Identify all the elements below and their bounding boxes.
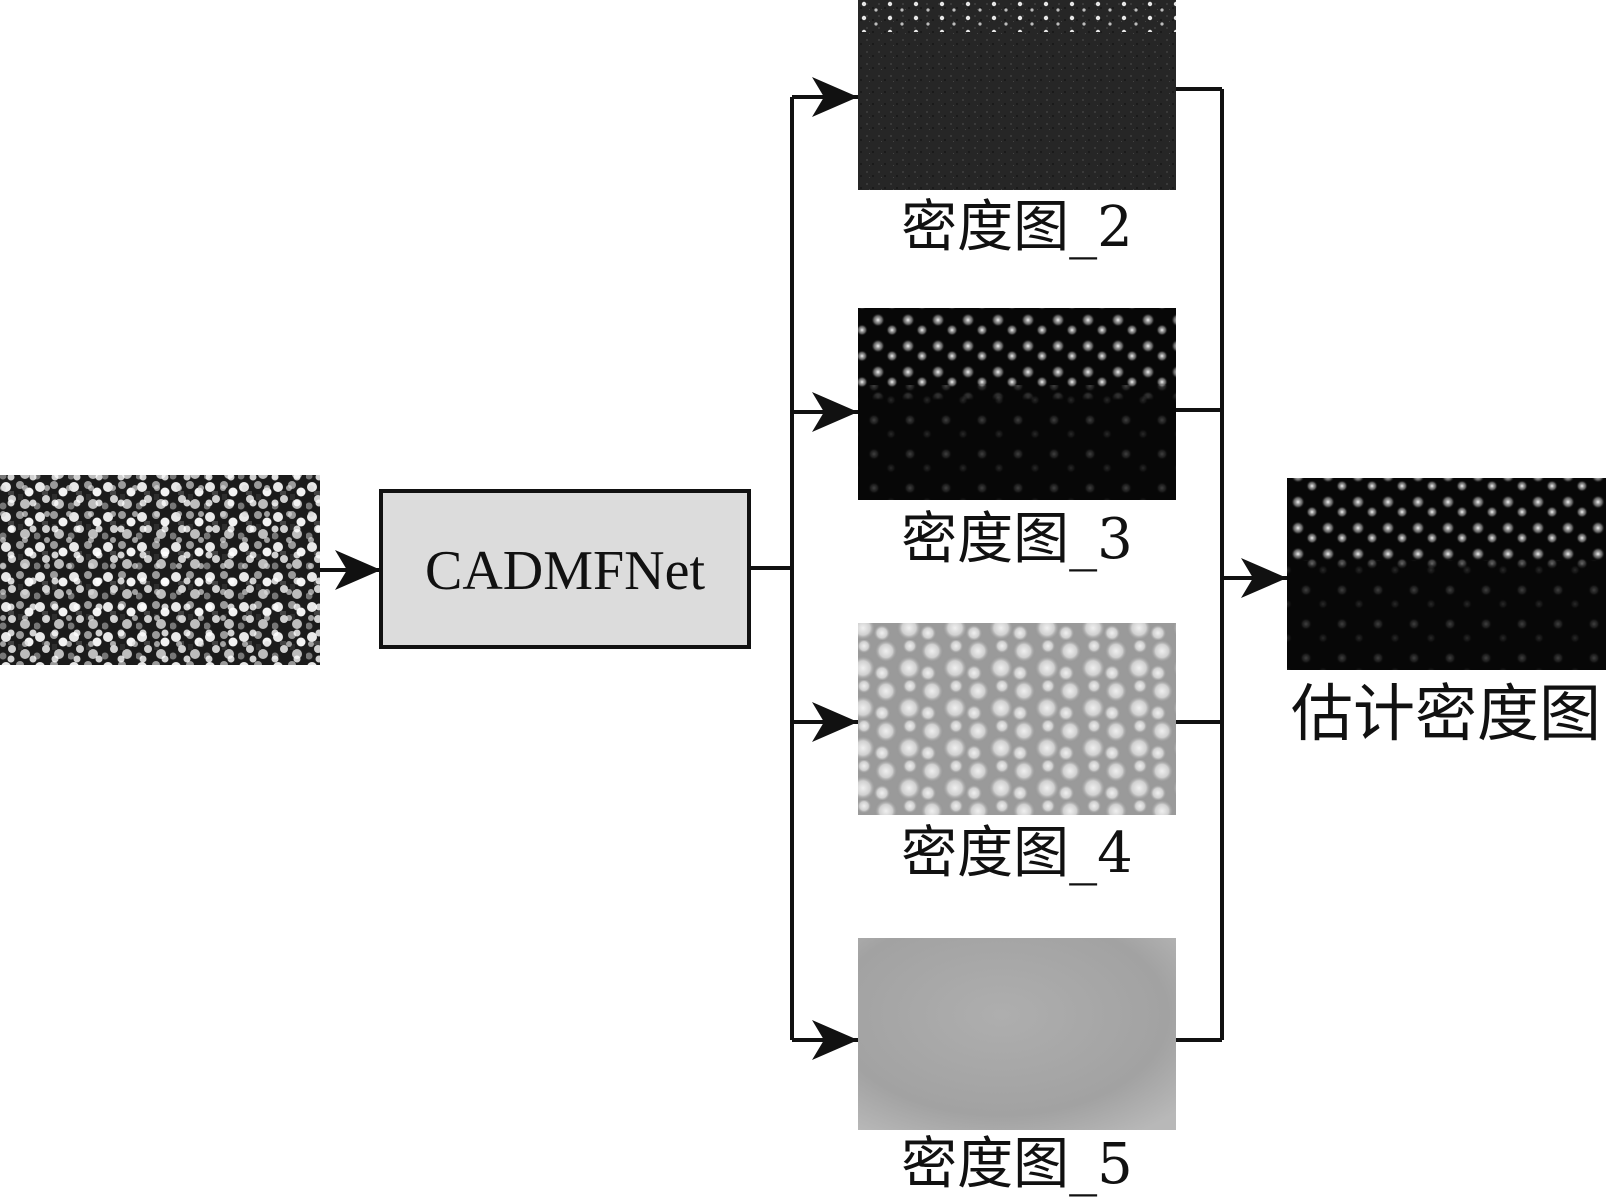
density-map-3-image xyxy=(858,308,1176,500)
density-map-3-label: 密度图_3 xyxy=(901,507,1133,572)
density-map-2-image xyxy=(858,0,1176,190)
density-map-5-image xyxy=(858,938,1176,1130)
density-map-4-label: 密度图_4 xyxy=(901,821,1133,886)
density-map-2-label: 密度图_2 xyxy=(901,195,1133,260)
estimated-density-map-image xyxy=(1287,478,1606,670)
estimated-density-map-label: 估计密度图 xyxy=(1290,677,1601,750)
density-map-4-image xyxy=(858,623,1176,815)
network-label: CADMFNet xyxy=(424,540,706,602)
network-box xyxy=(379,489,751,649)
input-crowd-image xyxy=(0,475,320,665)
connector-lines xyxy=(320,77,1287,1060)
density-map-5-label: 密度图_5 xyxy=(901,1132,1133,1197)
